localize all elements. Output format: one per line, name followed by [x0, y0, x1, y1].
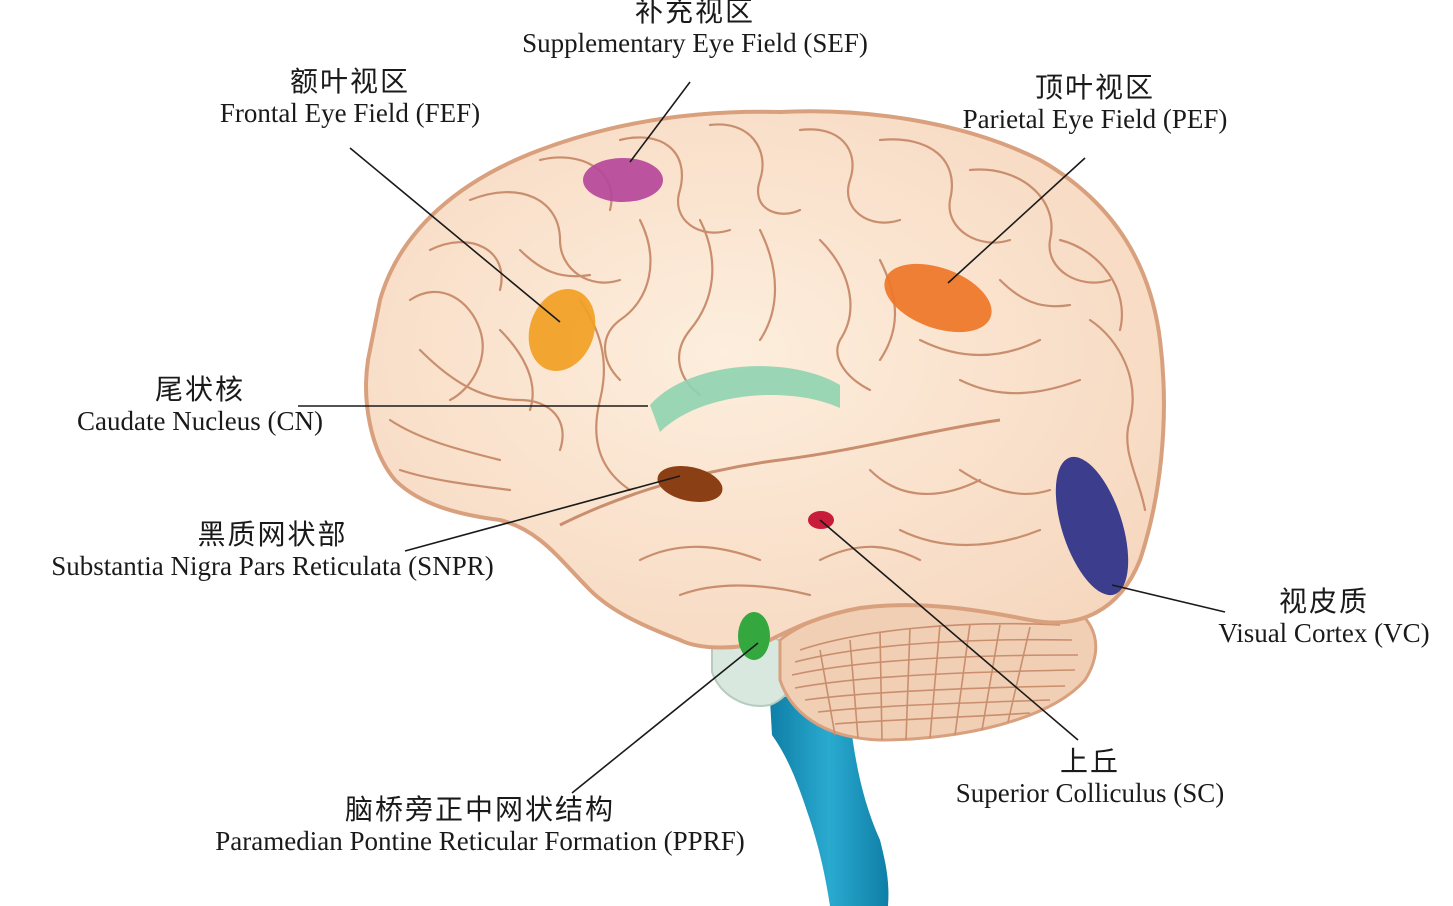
pprf-leader: [571, 642, 759, 794]
sef-label: 补充视区 Supplementary Eye Field (SEF): [470, 0, 920, 59]
sef-leader: [629, 81, 691, 163]
cn-label-zh: 尾状核: [154, 373, 245, 406]
pef-label-en: Parietal Eye Field (PEF): [962, 104, 1228, 135]
snpr-label-zh: 黑质网状部: [197, 518, 348, 551]
fef-label-zh: 额叶视区: [289, 65, 410, 98]
sef-label-zh: 补充视区: [634, 0, 755, 28]
leader-lines: [298, 81, 1226, 794]
pef-label: 顶叶视区 Parietal Eye Field (PEF): [905, 71, 1285, 135]
cn-label: 尾状核 Caudate Nucleus (CN): [30, 373, 370, 437]
pprf-label-zh: 脑桥旁正中网状结构: [344, 793, 615, 826]
snpr-label-en: Substantia Nigra Pars Reticulata (SNPR): [51, 551, 494, 582]
fef-label-en: Frontal Eye Field (FEF): [219, 98, 481, 129]
snpr-label: 黑质网状部 Substantia Nigra Pars Reticulata (…: [0, 518, 545, 582]
lateral-sulcus: [559, 418, 1001, 527]
vc-label: 视皮质 Visual Cortex (VC): [1195, 585, 1453, 649]
snpr-leader: [404, 475, 681, 552]
pprf-label-en: Paramedian Pontine Reticular Formation (…: [215, 826, 745, 857]
sef-region: [583, 158, 663, 202]
pprf-region: [738, 612, 770, 660]
vc-label-en: Visual Cortex (VC): [1218, 618, 1430, 649]
brainstem: [770, 696, 889, 906]
snpr-region: [657, 466, 723, 502]
sc-label: 上丘 Superior Colliculus (SC): [920, 745, 1260, 809]
vc-label-zh: 视皮质: [1278, 585, 1369, 618]
sef-label-en: Supplementary Eye Field (SEF): [522, 28, 868, 59]
pef-label-zh: 顶叶视区: [1034, 71, 1155, 104]
sc-label-zh: 上丘: [1059, 745, 1120, 778]
cn-region: [650, 366, 840, 432]
fef-label: 额叶视区 Frontal Eye Field (FEF): [170, 65, 530, 129]
pprf-label: 脑桥旁正中网状结构 Paramedian Pontine Reticular F…: [140, 793, 820, 857]
vc-leader: [1111, 584, 1226, 613]
sc-label-en: Superior Colliculus (SC): [955, 778, 1225, 809]
pef-leader: [947, 157, 1086, 284]
cn-label-en: Caudate Nucleus (CN): [77, 406, 323, 437]
pef-region: [884, 263, 992, 333]
fef-leader: [349, 147, 561, 323]
vc-region: [1055, 456, 1129, 596]
sc-leader: [819, 519, 1079, 741]
